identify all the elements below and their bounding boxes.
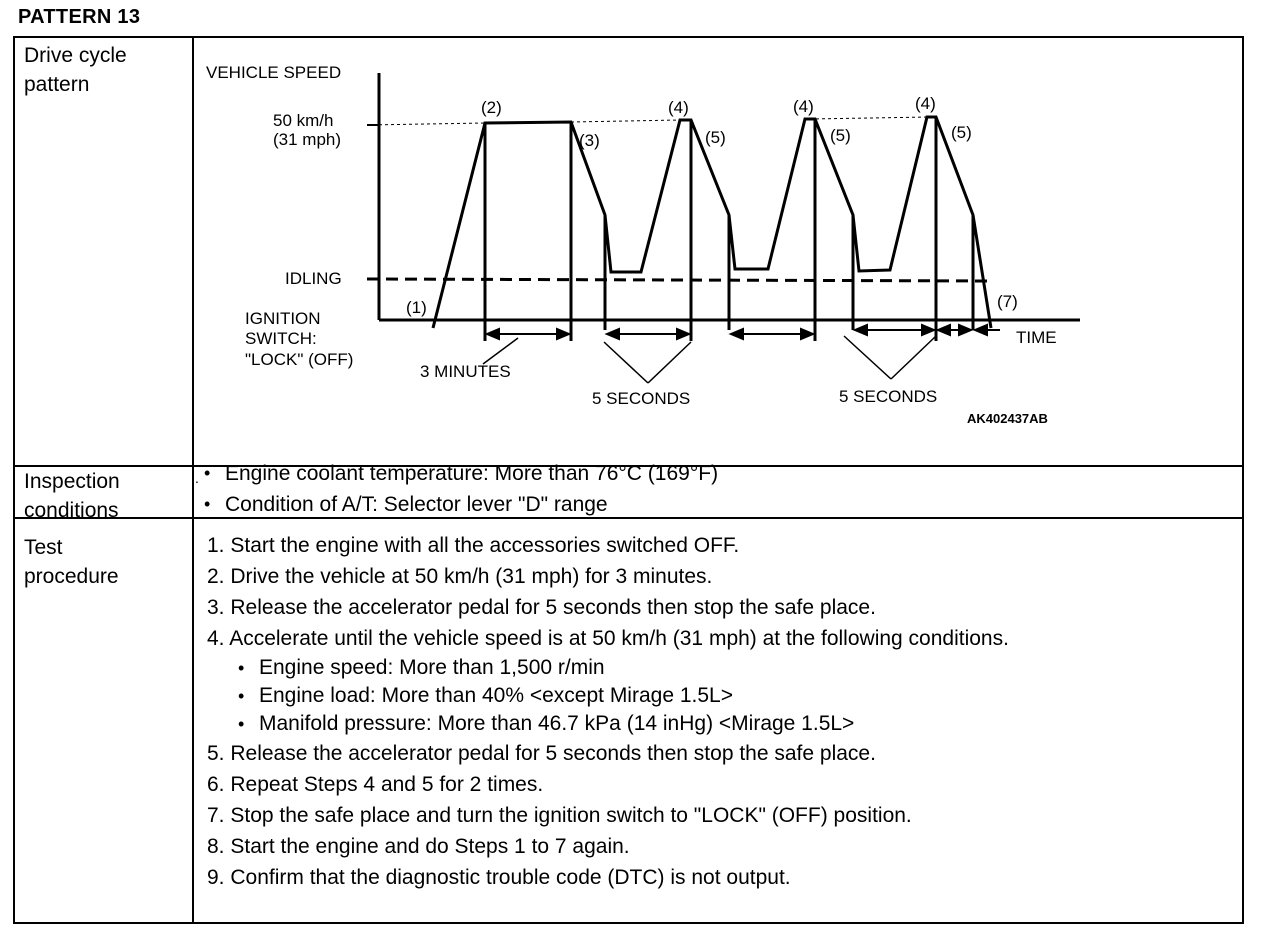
speed-reference-line: [366, 116, 931, 126]
figure-code: AK402437AB: [967, 411, 1048, 426]
phase-markers: [483, 117, 975, 341]
time-arrows: [484, 323, 1000, 341]
procedure-label-line1: Test: [24, 536, 63, 559]
procedure-step: 4. Accelerate until the vehicle speed is…: [207, 627, 1009, 650]
inspection-label: Inspection conditions: [24, 467, 120, 525]
marker-1: (1): [406, 298, 427, 317]
dot-leader: .: [195, 470, 199, 486]
marker-5c: (5): [951, 123, 972, 142]
procedure-substep: Engine load: More than 40% <except Mirag…: [207, 682, 1009, 710]
marker-7: (7): [997, 292, 1018, 311]
drive-cycle-diagram: VEHICLE SPEED 50 km/h (31 mph) IDLING IG…: [206, 63, 1080, 426]
three-minutes-label: 3 MINUTES: [420, 362, 511, 381]
procedure-label: Test procedure: [24, 533, 119, 591]
drive-cycle-table: Drive cycle pattern: [13, 36, 1244, 924]
procedure-step: 9. Confirm that the diagnostic trouble c…: [207, 866, 791, 889]
procedure-step: 7. Stop the safe place and turn the igni…: [207, 804, 912, 827]
column-divider: [192, 38, 194, 922]
list-item: Engine coolant temperature: More than 76…: [199, 458, 718, 489]
procedure-step: 1. Start the engine with all the accesso…: [207, 534, 740, 557]
procedure-step: 6. Repeat Steps 4 and 5 for 2 times.: [207, 773, 544, 796]
ignition-label-line1: IGNITION: [245, 309, 321, 328]
drive-cycle-label-line1: Drive cycle: [24, 44, 127, 67]
five-seconds-label-b: 5 SECONDS: [839, 387, 937, 406]
y-axis-label: VEHICLE SPEED: [206, 63, 341, 82]
list-item: Condition of A/T: Selector lever "D" ran…: [199, 489, 718, 520]
inspection-conditions-list: Engine coolant temperature: More than 76…: [199, 458, 718, 520]
marker-2: (2): [481, 98, 502, 117]
idling-line: [366, 277, 992, 283]
procedure-step: 3. Release the accelerator pedal for 5 s…: [207, 596, 876, 619]
marker-4a: (4): [668, 98, 689, 117]
ignition-label-line3: "LOCK" (OFF): [245, 350, 353, 369]
page-title: PATTERN 13: [18, 6, 141, 28]
procedure-step: 2. Drive the vehicle at 50 km/h (31 mph)…: [207, 565, 713, 588]
procedure-step: 8. Start the engine and do Steps 1 to 7 …: [207, 835, 630, 858]
five-seconds-label-a: 5 SECONDS: [592, 389, 690, 408]
procedure-label-line2: procedure: [24, 565, 119, 588]
marker-5a: (5): [705, 128, 726, 147]
speed-label-line2: (31 mph): [273, 130, 341, 149]
marker-4b: (4): [793, 97, 814, 116]
marker-3: (3): [579, 131, 600, 150]
procedure-substep: Engine speed: More than 1,500 r/min: [207, 654, 1009, 682]
procedure-steps-list: 1. Start the engine with all the accesso…: [207, 530, 1009, 893]
drive-cycle-label-line2: pattern: [24, 73, 90, 96]
inspection-label-line1: Inspection: [24, 470, 120, 493]
speed-profile-line: [431, 115, 993, 329]
time-label: TIME: [1016, 328, 1057, 347]
procedure-substep: Manifold pressure: More than 46.7 kPa (1…: [207, 710, 1009, 738]
drive-cycle-label: Drive cycle pattern: [24, 41, 127, 99]
inspection-label-line2: conditions: [24, 499, 119, 522]
marker-5b: (5): [830, 126, 851, 145]
speed-label-line1: 50 km/h: [273, 111, 333, 130]
idling-label: IDLING: [285, 269, 342, 288]
callout-lines: [482, 335, 937, 384]
ignition-label-line2: SWITCH:: [245, 329, 317, 348]
procedure-step: 5. Release the accelerator pedal for 5 s…: [207, 742, 876, 765]
marker-4c: (4): [915, 94, 936, 113]
